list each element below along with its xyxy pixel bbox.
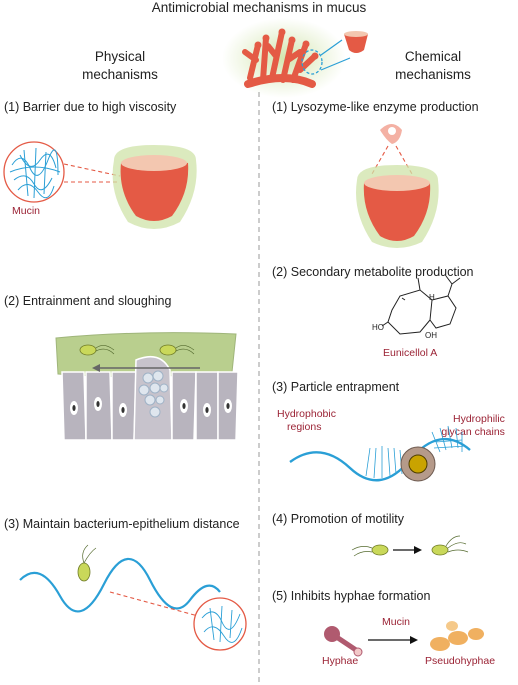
ho-label: HO [372, 323, 384, 332]
hydrophilic-line1: Hydrophilic [453, 413, 505, 425]
physical-heading-line1: Physical [94, 49, 146, 64]
chemical-step-3-label: (3) Particle entrapment [272, 380, 400, 394]
physical-step-3-label: (3) Maintain bacterium-epithelium distan… [4, 517, 240, 531]
h-label: H [429, 293, 435, 302]
physical-column-heading: Physical mechanisms [45, 48, 195, 84]
coral-colony-icon [222, 18, 346, 98]
pseudohyphae-icon [430, 621, 484, 651]
chemical-heading-line1: Chemical [404, 49, 462, 64]
polyp-lysozyme-icon [356, 165, 439, 248]
mucin-arrow-label: Mucin [382, 616, 411, 628]
physical-heading-line2: mechanisms [82, 67, 158, 82]
chemical-step-5-label: (5) Inhibits hyphae formation [272, 589, 431, 603]
hydrophilic-line2: glycan chains [441, 426, 505, 438]
hydrophobic-label: Hydrophobic regions [277, 408, 336, 434]
chemical-step-2-label: (2) Secondary metabolite production [272, 265, 474, 279]
physical-step-2-label: (2) Entrainment and sloughing [4, 294, 172, 308]
hyphae-label: Hyphae [322, 655, 359, 667]
hydrophobic-line2: regions [287, 421, 322, 433]
polyp-viscous-icon [112, 145, 197, 229]
chemical-heading-line2: mechanisms [395, 67, 471, 82]
particle-entrapment-icon [289, 425, 471, 482]
chemical-column-heading: Chemical mechanisms [358, 48, 508, 84]
hydrophilic-label: Hydrophilic glycan chains [440, 413, 505, 439]
chemical-step-4-label: (4) Promotion of motility [272, 512, 404, 526]
goblet-cell [138, 370, 169, 418]
physical-step-1-label: (1) Barrier due to high viscosity [4, 100, 177, 114]
epithelium-sloughing-icon [55, 332, 239, 441]
pseudohyphae-label: Pseudohyphae [425, 655, 496, 667]
diagram-title: Antimicrobial mechanisms in mucus [151, 0, 367, 15]
hyphae-icon [324, 626, 363, 657]
mucin-strand-icon [19, 544, 247, 651]
mucin-label: Mucin [12, 205, 41, 217]
eunicellol-structure-icon [381, 275, 461, 335]
hydrophobic-line1: Hydrophobic [277, 408, 336, 420]
enzyme-icon [371, 124, 413, 175]
oh-label: OH [425, 331, 437, 340]
polyp-zoom-icon [301, 31, 368, 75]
mucin-network-icon [3, 141, 65, 203]
chemical-step-1-label: (1) Lysozyme-like enzyme production [272, 100, 479, 114]
motility-icon [351, 535, 469, 557]
eunicellol-label: Eunicellol A [383, 347, 438, 359]
